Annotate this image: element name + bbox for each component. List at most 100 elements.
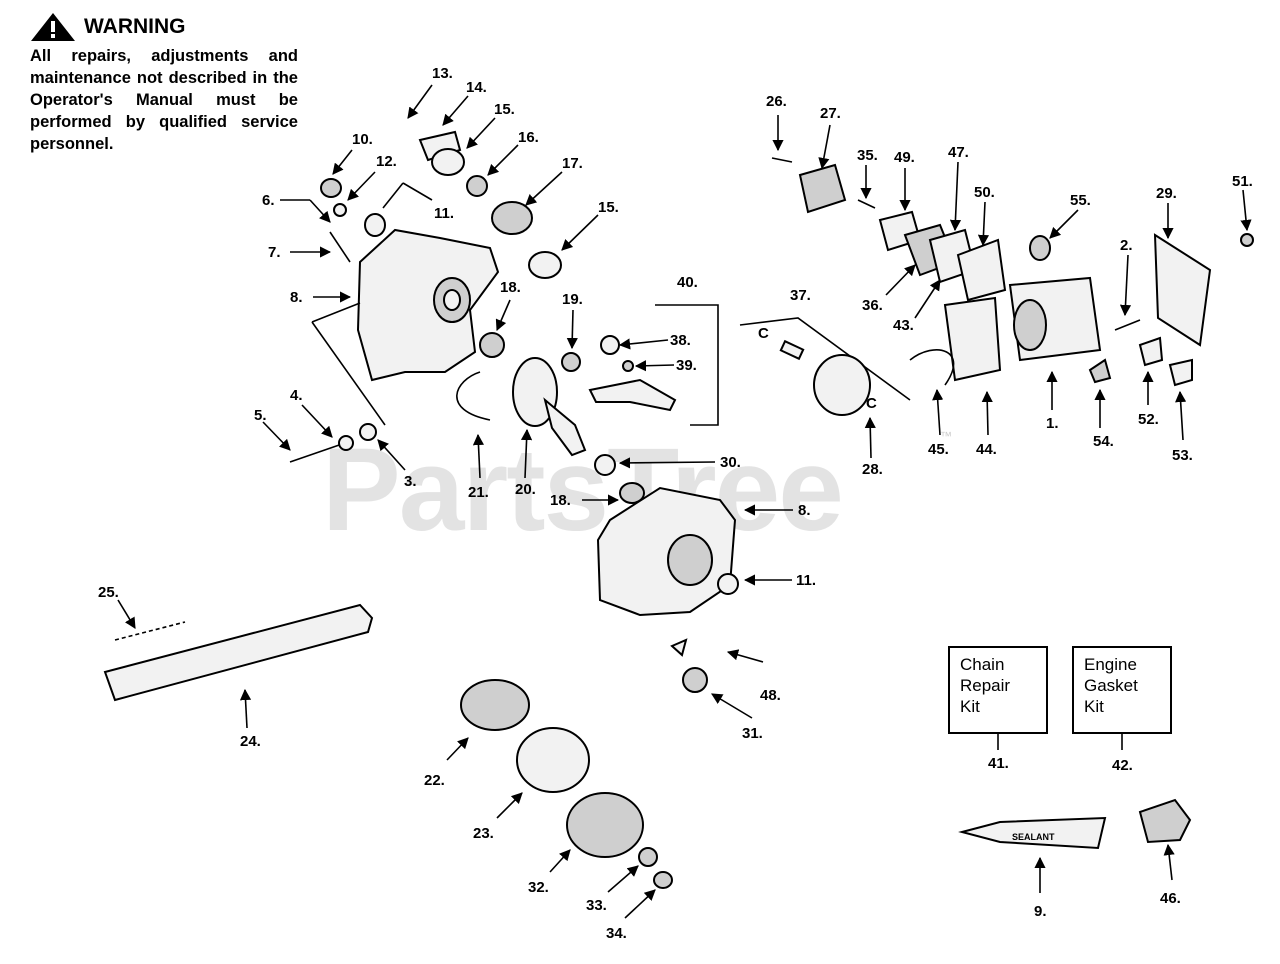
part-21 [456, 371, 491, 421]
kit-line: Gasket [1084, 676, 1138, 695]
callout-label: 1. [1046, 415, 1059, 432]
part-26 [771, 157, 793, 163]
callout-label: 37. [790, 287, 811, 304]
warning-title: WARNING [84, 15, 186, 38]
callout-label: 50. [974, 184, 995, 201]
callout-label: 28. [862, 461, 883, 478]
callout-label: 52. [1138, 411, 1159, 428]
connecting-rod [588, 378, 677, 412]
crankshaft [479, 332, 587, 457]
callout-label: 33. [586, 897, 607, 914]
warning-heading: WARNING [30, 12, 310, 42]
callout-label: 42. [1112, 757, 1133, 774]
callout-label: 22. [424, 772, 445, 789]
callout-label: 17. [562, 155, 583, 172]
part-35 [857, 199, 876, 209]
saw-chain [114, 621, 186, 641]
callout-label: 46. [1160, 890, 1181, 907]
guide-bar [103, 603, 374, 702]
part-34 [653, 871, 673, 889]
part-3 [359, 423, 377, 441]
part-33 [638, 847, 658, 867]
sealant-label: SEALANT [1012, 832, 1055, 842]
callout-label: 9. [1034, 903, 1047, 920]
piston [813, 354, 871, 416]
kit-line: Engine [1084, 655, 1137, 674]
callout-label: 36. [862, 297, 883, 314]
warning-text: All repairs, adjustments and maintenance… [30, 47, 298, 153]
callout-label: 21. [468, 484, 489, 501]
callout-label: 53. [1172, 447, 1193, 464]
piston-pin-letter: C [866, 395, 877, 412]
part-18 [619, 482, 645, 504]
part-4 [338, 435, 354, 451]
watermark-trademark: ™ [940, 429, 952, 443]
callout-label: 27. [820, 105, 841, 122]
part-32 [566, 792, 644, 858]
callout-label: 14. [466, 79, 487, 96]
callout-label: 13. [432, 65, 453, 82]
part-15 [528, 251, 562, 279]
callout-label: 49. [894, 149, 915, 166]
callout-label: 23. [473, 825, 494, 842]
warning-triangle-icon [31, 13, 75, 41]
kit-line: Kit [1084, 697, 1104, 716]
part-10 [320, 178, 342, 198]
part-38 [600, 335, 620, 355]
callout-label: 35. [857, 147, 878, 164]
callout-label: 34. [606, 925, 627, 942]
callout-label: 39. [676, 357, 697, 374]
callout-label: 25. [98, 584, 119, 601]
callout-label: 10. [352, 131, 373, 148]
kit-line: Kit [960, 697, 980, 716]
part-44 [943, 296, 1002, 382]
callout-label: 5. [254, 407, 267, 424]
callout-label: 8. [290, 289, 303, 306]
part-31 [682, 667, 708, 693]
leader-lines [117, 84, 1252, 919]
crankcase-upper [356, 228, 500, 382]
part-52 [1138, 336, 1164, 367]
assembly-line [311, 302, 361, 323]
callout-label: 6. [262, 192, 275, 209]
callout-label: 48. [760, 687, 781, 704]
part-17 [491, 201, 533, 235]
callout-label: 44. [976, 441, 997, 458]
part-55 [1029, 235, 1051, 261]
callout-label: 32. [528, 879, 549, 896]
callout-label: 45. [928, 441, 949, 458]
part-5 [289, 442, 346, 463]
callout-label: 40. [677, 274, 698, 291]
part-23 [516, 727, 590, 793]
part-51 [1240, 233, 1254, 247]
callout-label: 15. [494, 101, 515, 118]
callout-label: 16. [518, 129, 539, 146]
warning-notice: WARNING All repairs, adjustments and mai… [30, 12, 310, 155]
part-46 [1138, 798, 1192, 844]
bracket-37 [739, 317, 911, 401]
assembly-line [311, 321, 386, 426]
part-53 [1168, 358, 1193, 387]
crankcase-lower [596, 486, 739, 617]
callout-label: 7. [268, 244, 281, 261]
callout-labels: 13. 14. 15. 16. 17. 15. 10. 12. 11. 6. 7… [98, 65, 1253, 942]
callout-label: 24. [240, 733, 261, 750]
callout-label: 38. [670, 332, 691, 349]
callout-label: 31. [742, 725, 763, 742]
part-22 [460, 679, 530, 731]
engine-gasket-kit-box: Engine Gasket Kit [1072, 646, 1172, 734]
callout-label: 19. [562, 291, 583, 308]
part-12 [333, 203, 347, 217]
part-45 [909, 349, 955, 386]
callout-label: 29. [1156, 185, 1177, 202]
callout-label: 11. [796, 572, 816, 589]
piston-pin [779, 339, 805, 361]
callout-label: 8. [798, 502, 811, 519]
callout-label: 4. [290, 387, 303, 404]
chain-repair-kit-box: Chain Repair Kit [948, 646, 1048, 734]
part-flange [670, 638, 688, 657]
kit-line: Repair [960, 676, 1011, 695]
part-11 [364, 213, 386, 237]
callout-label: 11. [434, 205, 454, 222]
callout-label: 18. [550, 492, 571, 509]
